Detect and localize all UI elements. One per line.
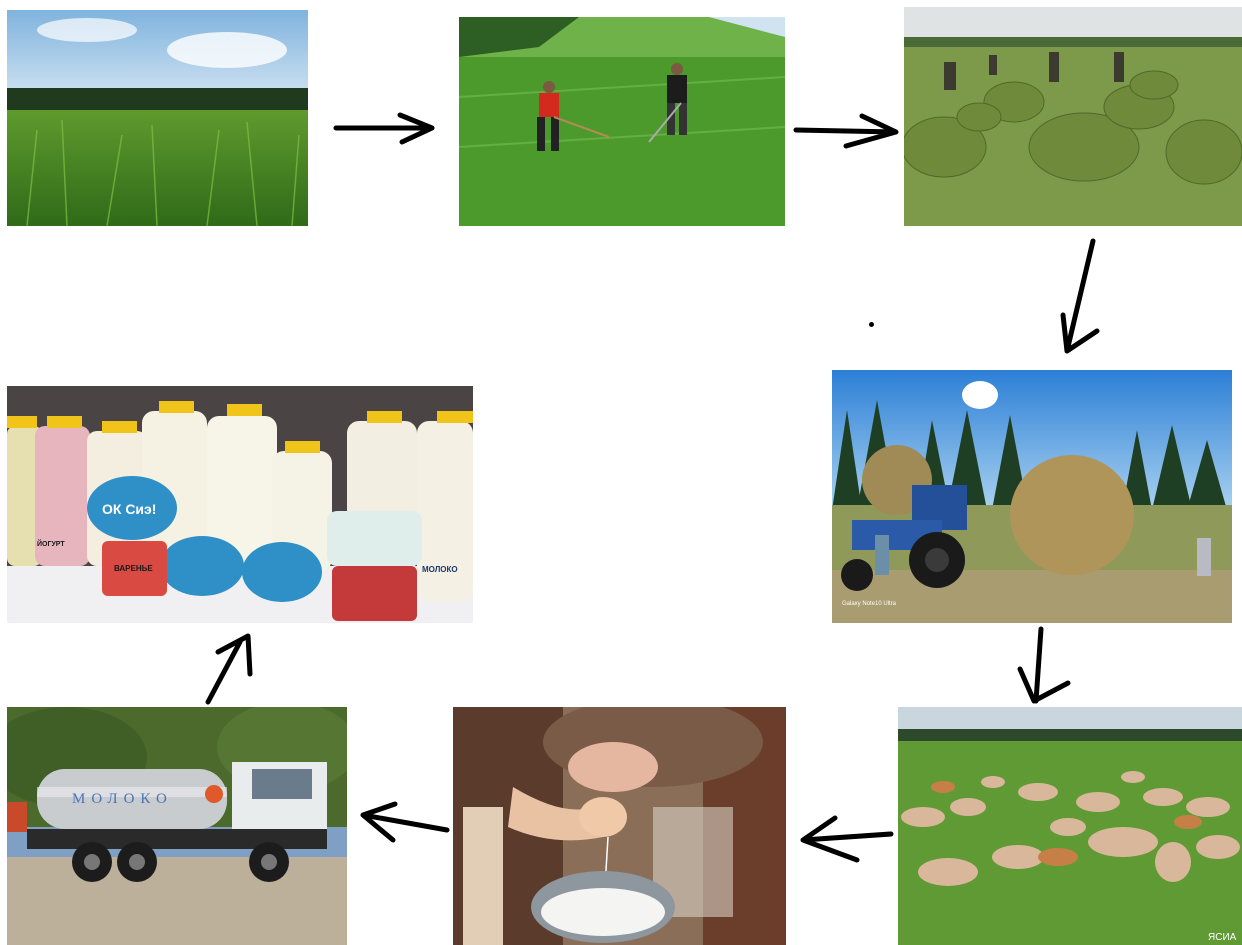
pasture-watermark: ЯСИА [1208, 932, 1237, 943]
product-label-yogurt: ЙОГУРТ [37, 539, 65, 548]
mowing-image [459, 17, 785, 226]
grass-meadow-image [7, 10, 308, 226]
tank-label: МОЛОКО [72, 791, 173, 807]
arrow-milking-to-truck [360, 801, 450, 843]
product-label-milk: МОЛОКО [422, 565, 458, 574]
panel-dairy-products: ОК Сиэ! ВАРЕНЬЕ МОЛОКО ЙОГУРТ [7, 386, 473, 623]
arrow-truck-to-dairy [205, 633, 253, 705]
milk-truck-image: МОЛОКО [7, 707, 347, 945]
cup-lid [87, 476, 177, 540]
product-label-jam: ВАРЕНЬЕ [114, 564, 153, 573]
arrow-meadow-to-mowing [333, 112, 435, 145]
panel-milk-truck: МОЛОКО [7, 707, 347, 945]
arrow-mowing-to-haystacks [793, 113, 899, 149]
arrow-haystacks-to-tractor [1060, 238, 1100, 354]
milking-image [453, 707, 786, 945]
arrow-tractor-to-pasture [1017, 626, 1071, 704]
panel-haystacks [904, 7, 1242, 226]
panel-tractor-hay: Galaxy Note10 Ultra [832, 370, 1232, 623]
tractor-caption: Galaxy Note10 Ultra [842, 601, 897, 607]
cattle-pasture-image: ЯСИА [898, 707, 1242, 945]
panel-mowing [459, 17, 785, 226]
brand-label: ОК Сиэ! [102, 501, 156, 517]
dairy-products-image: ОК Сиэ! ВАРЕНЬЕ МОЛОКО ЙОГУРТ [7, 386, 473, 623]
panel-cattle-pasture: ЯСИА [898, 707, 1242, 945]
panel-grass-meadow [7, 10, 308, 226]
stray-dot [869, 322, 874, 327]
panel-milking [453, 707, 786, 945]
arrow-pasture-to-milking [800, 815, 894, 863]
tractor-hay-image: Galaxy Note10 Ultra [832, 370, 1232, 623]
haystacks-image [904, 7, 1242, 226]
